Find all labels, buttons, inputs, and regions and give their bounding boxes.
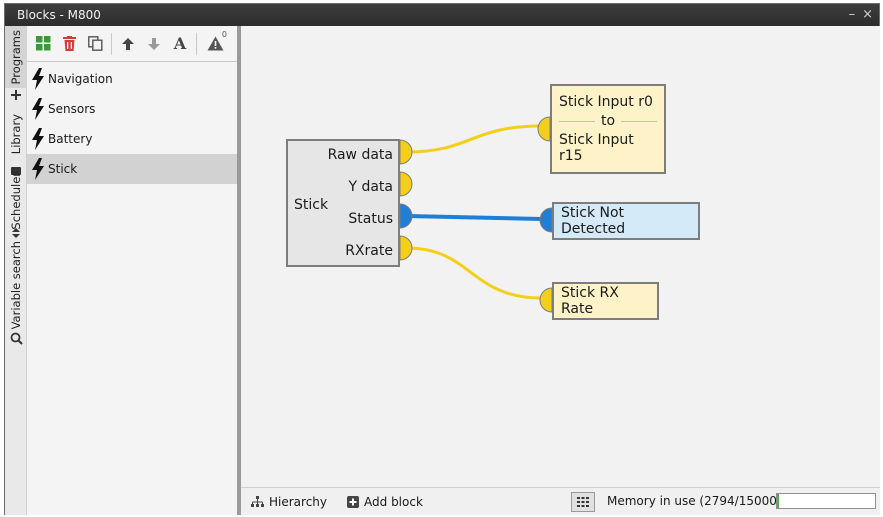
wire-rxrate [406, 246, 542, 300]
warning-icon[interactable]: 0 [203, 30, 227, 54]
range-sep-label: to [600, 113, 616, 129]
block-canvas[interactable]: Stick Raw data Y data Status RXrate Stic… [241, 26, 880, 487]
arrow-up-icon[interactable] [118, 34, 138, 54]
tab-programs[interactable]: Programs [5, 26, 27, 88]
tab-variable-search-label: Variable search [9, 240, 23, 330]
copy-icon[interactable] [85, 34, 105, 54]
plus-icon[interactable] [5, 88, 27, 102]
side-tabs: Programs Library Scheduler Variable sear… [5, 26, 27, 515]
range-separator: to [559, 113, 657, 129]
add-grid-icon[interactable] [33, 34, 53, 54]
bolt-icon [32, 158, 44, 180]
wire-raw-data [406, 124, 542, 154]
window-title: Blocks - M800 [17, 8, 101, 22]
add-icon [347, 495, 360, 508]
warning-count: 0 [221, 29, 227, 39]
arrow-down-icon[interactable] [144, 34, 164, 54]
toolbar-separator [111, 32, 112, 55]
tab-variable-search[interactable]: Variable search [5, 240, 27, 330]
title-bar: Blocks - M800 – × [5, 4, 879, 26]
close-icon[interactable]: × [862, 7, 873, 22]
magnifier-icon [5, 330, 27, 346]
port-rxrate-label: RXrate [345, 243, 393, 259]
range-first-label: Stick Input r0 [559, 94, 653, 110]
tab-scheduler-label: Scheduler [9, 172, 23, 230]
memory-usage-label: Memory in use (2794/150000) [607, 494, 790, 508]
programs-toolbar: A 0 [27, 26, 237, 62]
grid-icon [577, 497, 589, 507]
tab-library-label: Library [9, 113, 23, 155]
wires-layer [406, 124, 542, 300]
grid-toggle-button[interactable] [571, 492, 595, 512]
program-item-navigation[interactable]: Navigation [27, 64, 237, 94]
blocks-window: Blocks - M800 – × Programs Library Sched… [4, 3, 880, 515]
panel-splitter[interactable] [237, 26, 241, 515]
programs-panel: A 0 Navigation Sensors Battery Stick [27, 26, 237, 515]
program-item-stick[interactable]: Stick [27, 154, 237, 184]
program-item-label: Navigation [48, 72, 113, 86]
port-y-data-label: Y data [348, 179, 393, 195]
minimize-icon[interactable]: – [848, 7, 856, 22]
stick-block[interactable]: Stick Raw data Y data Status RXrate [286, 139, 400, 267]
program-item-battery[interactable]: Battery [27, 124, 237, 154]
bolt-icon [32, 68, 44, 90]
wire-status [406, 214, 542, 221]
delete-icon[interactable] [59, 34, 79, 54]
range-last-label: Stick Input r15 [559, 132, 634, 164]
program-item-label: Stick [48, 162, 78, 176]
tab-scheduler[interactable]: Scheduler [5, 172, 27, 230]
block-name: Stick [294, 197, 329, 213]
port-raw-data-label: Raw data [327, 147, 393, 163]
tab-library[interactable]: Library [5, 104, 27, 164]
book-icon [5, 164, 27, 178]
add-block-label: Add block [364, 494, 423, 509]
port-status-label: Status [348, 211, 393, 227]
hierarchy-icon [251, 495, 264, 507]
font-icon[interactable]: A [173, 34, 187, 53]
program-item-label: Battery [48, 132, 93, 146]
updown-icon [5, 226, 27, 240]
memory-progress-fill [777, 494, 779, 508]
toolbar-separator [196, 32, 197, 55]
hierarchy-button[interactable]: Hierarchy [251, 495, 327, 509]
program-item-label: Sensors [48, 102, 96, 116]
bolt-icon [32, 98, 44, 120]
tab-programs-label: Programs [9, 29, 23, 85]
stick-not-detected-block[interactable]: Stick Not Detected [552, 202, 700, 240]
hierarchy-label: Hierarchy [269, 494, 328, 509]
status-bar: Hierarchy Add block Memory in use (2794/… [241, 487, 880, 515]
program-item-sensors[interactable]: Sensors [27, 94, 237, 124]
stick-input-range-block[interactable]: Stick Input r0 to Stick Input r15 [550, 84, 666, 174]
rx-output-label: Stick RX Rate [561, 285, 619, 317]
bolt-icon [32, 128, 44, 150]
add-block-button[interactable]: Add block [347, 495, 423, 509]
memory-progress-bar [776, 493, 876, 509]
status-output-label: Stick Not Detected [561, 205, 626, 237]
stick-rx-rate-block[interactable]: Stick RX Rate [552, 282, 659, 320]
